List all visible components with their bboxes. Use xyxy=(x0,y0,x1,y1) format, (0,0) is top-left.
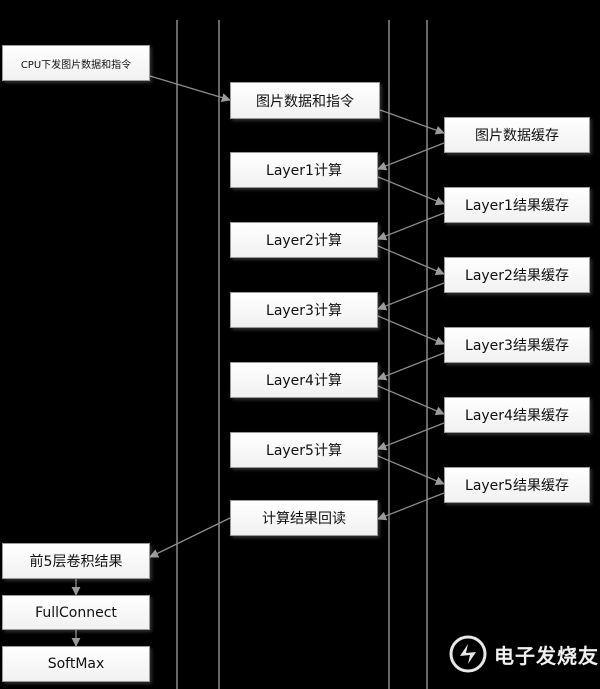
layer5-cache-node: Layer5结果缓存 xyxy=(444,467,590,503)
layer3-cache-node: Layer3结果缓存 xyxy=(444,327,590,363)
arrow-l1cache-to-l2calc xyxy=(377,212,445,241)
layer1-compute-node: Layer1计算 xyxy=(230,152,378,188)
layer2-compute-node: Layer2计算 xyxy=(230,222,378,258)
arrow-l3cache-to-l4calc xyxy=(377,352,445,381)
arrow-l5cache-to-readback xyxy=(377,492,445,521)
watermark: 电子发烧友 xyxy=(448,634,599,674)
arrow-l2cache-to-l3calc xyxy=(377,282,445,311)
layer4-compute-node: Layer4计算 xyxy=(230,362,378,398)
image-data-command-node: 图片数据和指令 xyxy=(230,82,380,119)
arrow-l5calc-to-l5cache xyxy=(377,455,445,485)
arrow-l1calc-to-l1cache xyxy=(377,176,445,206)
image-data-cache-node: 图片数据缓存 xyxy=(444,117,590,153)
arrow-cpu-to-imgcmd xyxy=(149,75,231,103)
layer2-cache-node: Layer2结果缓存 xyxy=(444,257,590,293)
arrow-l3calc-to-l3cache xyxy=(377,315,445,345)
fullconnect-node: FullConnect xyxy=(2,595,150,630)
cpu-send-node: CPU下发图片数据和指令 xyxy=(2,45,150,81)
arrow-imgcache-to-l1calc xyxy=(377,142,445,171)
arrow-l4cache-to-l5calc xyxy=(377,422,445,451)
layer4-cache-node: Layer4结果缓存 xyxy=(444,397,590,433)
arrow-l2calc-to-l2cache xyxy=(377,245,445,275)
layer3-compute-node: Layer3计算 xyxy=(230,292,378,328)
conv-result-node: 前5层卷积结果 xyxy=(2,543,150,579)
arrow-l4calc-to-l4cache xyxy=(377,385,445,415)
watermark-text: 电子发烧友 xyxy=(494,643,599,668)
layer1-cache-node: Layer1结果缓存 xyxy=(444,187,590,223)
arrow-readback-to-convresult xyxy=(149,517,231,558)
electron-logo-icon xyxy=(449,635,487,673)
layer5-compute-node: Layer5计算 xyxy=(230,432,378,468)
readback-node: 计算结果回读 xyxy=(230,500,378,536)
arrow-imgcmd-to-imgcache xyxy=(379,109,445,135)
softmax-node: SoftMax xyxy=(2,646,150,682)
